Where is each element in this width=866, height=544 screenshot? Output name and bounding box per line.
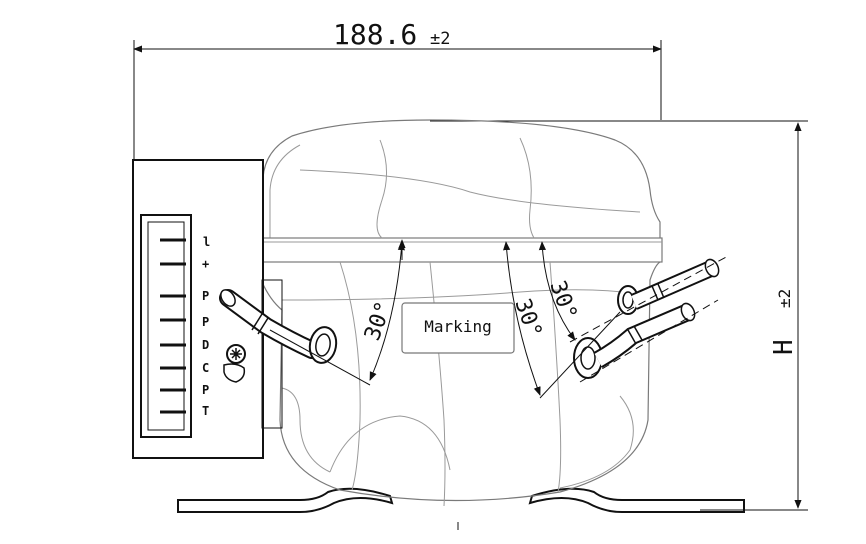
base-plate <box>177 487 745 530</box>
angle-center-label: 30° <box>509 296 546 342</box>
right-tube-upper <box>617 258 720 315</box>
terminal-label: T <box>202 404 209 418</box>
width-dimension: 188.6 ±2 <box>133 18 662 160</box>
height-value: H <box>769 339 799 355</box>
marking-box: Marking <box>401 302 515 354</box>
terminal-label: P <box>202 315 209 329</box>
terminal-label: + <box>202 257 209 271</box>
marking-label: Marking <box>424 317 491 336</box>
left-tube <box>219 289 338 364</box>
terminal-labels: l + P P D C P T <box>202 235 210 418</box>
angle-right-label: 30° <box>544 278 581 324</box>
ground-screw-icon <box>223 344 246 383</box>
terminal-bars <box>160 238 186 414</box>
right-tube-lower <box>573 302 696 379</box>
terminal-label: l <box>203 235 210 249</box>
angle-left-label: 30° <box>360 298 397 344</box>
width-value: 188.6 <box>333 18 417 51</box>
terminal-label: C <box>202 361 209 375</box>
terminal-label: P <box>202 383 209 397</box>
height-tolerance: ±2 <box>775 289 794 308</box>
terminal-label: D <box>202 338 209 352</box>
width-tolerance: ±2 <box>430 29 450 49</box>
terminal-box: l + P P D C P T <box>132 159 283 459</box>
angle-right: 30° <box>538 241 729 383</box>
terminal-label: P <box>202 289 209 303</box>
